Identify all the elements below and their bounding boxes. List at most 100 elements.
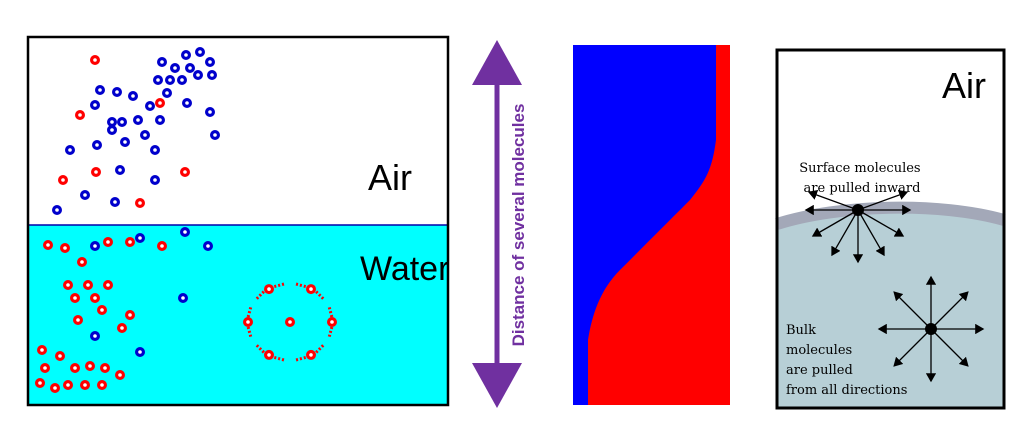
blue-molecule-center [168,78,172,82]
ring-center-molecule [285,317,295,327]
blue-molecule [205,107,215,117]
hydrogen-bond [327,306,334,318]
red-molecule-center [100,308,104,312]
red-molecule [180,167,190,177]
blue-molecule [153,75,163,85]
air-label-left: Air [368,157,412,198]
blue-molecule-center [118,168,122,172]
red-molecule-center [40,348,44,352]
blue-molecule [128,91,138,101]
ring-molecule [306,284,316,295]
blue-molecule [92,140,102,150]
blue-molecule-center [206,244,210,248]
blue-molecule [107,117,117,127]
panel-frame [26,35,450,407]
blue-molecule-center [188,66,192,70]
hydrogen-bond [255,290,265,300]
blue-molecule-center [68,148,72,152]
blue-molecule-center [93,103,97,107]
surface-caption-line: are pulled inward [804,181,921,196]
blue-molecule-center [138,350,142,354]
red-molecule-center [128,240,132,244]
red-molecule [155,98,165,108]
blue-molecule [150,145,160,155]
blue-molecule-center [156,78,160,82]
red-molecule-center [94,170,98,174]
blue-molecule-center [98,88,102,92]
surface-force-arrow [857,209,885,257]
bulk-molecule-arrows [877,275,985,383]
blue-molecule [110,197,120,207]
hydrogen-bond [273,282,285,289]
blue-molecule-center [208,60,212,64]
bulk-molecule [925,323,937,335]
blue-molecule-center [183,230,187,234]
red-molecule-center [183,170,187,174]
bulk-caption-line: from all directions [786,383,907,398]
blue-molecule-center [110,120,114,124]
blue-molecule-center [136,118,140,122]
blue-molecule-center [198,50,202,54]
blue-molecule [205,57,215,67]
air-water-molecules-panel: Air Water [26,35,450,407]
blue-molecule-center [55,208,59,212]
red-molecule [37,345,47,355]
red-molecule-center [160,244,164,248]
red-molecule-center [86,283,90,287]
blue-molecule-center [210,73,214,77]
hydrogen-bond [295,355,307,362]
surface-force-arrow [831,209,859,257]
blue-molecule-center [83,193,87,197]
blue-molecule [180,227,190,237]
blue-molecule [155,115,165,125]
blue-molecule [65,145,75,155]
red-molecule [83,280,93,290]
red-molecule-center [63,246,67,250]
blue-molecule [157,57,167,67]
red-molecule [75,110,85,120]
red-molecule-center [93,296,97,300]
blue-molecule [135,233,145,243]
blue-molecule [170,63,180,73]
hydrogen-bond-ring [243,282,337,362]
density-profile [573,45,730,405]
red-molecule-center [138,201,142,205]
red-molecule-center [106,283,110,287]
blue-molecule-center [123,140,127,144]
bulk-force-arrow [893,328,932,367]
red-molecule [103,280,113,290]
blue-molecule [135,347,145,357]
red-molecule [70,363,80,373]
red-molecule-center [38,381,42,385]
blue-molecule-center [138,236,142,240]
blue-molecule [120,137,130,147]
ring-molecule-center [267,287,271,291]
bulk-caption-line: are pulled [786,363,853,378]
blue-molecule-center [143,133,147,137]
ring-molecule-center [309,287,313,291]
ring-molecule-center [309,353,313,357]
red-molecule [90,55,100,65]
red-molecule [80,380,90,390]
profile-air-fill [573,45,716,405]
red-molecule [60,243,70,253]
surface-forces-panel: Air Surface molecules are pulled inward … [775,48,1006,410]
blue-molecule-center [173,66,177,70]
blue-molecule [210,130,220,140]
blue-molecule-center [181,296,185,300]
right-panel-frame [775,48,1006,410]
blue-molecule [150,175,160,185]
red-molecule [97,305,107,315]
red-molecule-center [103,366,107,370]
blue-molecule-center [160,60,164,64]
red-molecule [63,380,73,390]
red-molecule [115,370,125,380]
blue-molecule [177,75,187,85]
surface-force-arrow [807,189,859,211]
blue-molecule [178,293,188,303]
red-molecule-center [88,364,92,368]
air-label-right: Air [942,65,986,106]
red-molecule-center [78,113,82,117]
blue-molecule-center [110,128,114,132]
red-molecule-center [158,101,162,105]
